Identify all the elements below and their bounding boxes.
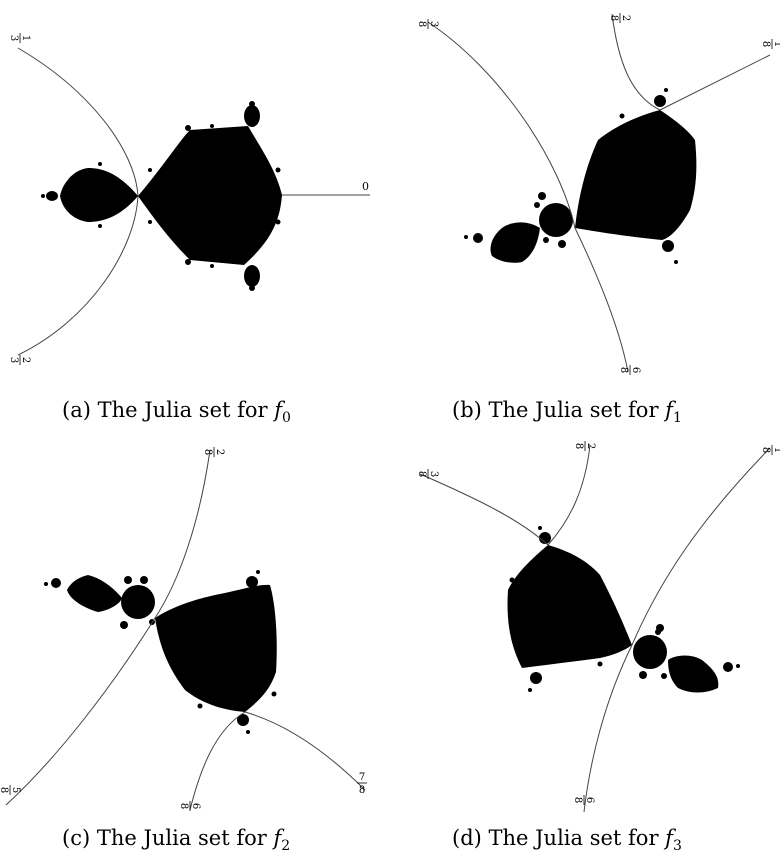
ray-c-6-8: [189, 711, 246, 811]
ray-b-1-8: [659, 54, 771, 111]
svg-text:2: 2: [620, 15, 631, 21]
ray-d-6-8: [583, 644, 633, 813]
svg-text:8: 8: [760, 41, 771, 47]
svg-text:8: 8: [0, 787, 9, 793]
svg-text:2: 2: [214, 449, 225, 455]
svg-text:8: 8: [416, 21, 427, 27]
ray-labels: 1 3 2 3 0 3 8 2 8 1 8 6 8: [0, 13, 780, 811]
label-d-3-8: 3 8: [416, 469, 439, 479]
svg-text:8: 8: [359, 785, 365, 796]
ray-d-1-8: [631, 447, 771, 646]
svg-text:3: 3: [428, 21, 439, 27]
svg-text:8: 8: [178, 803, 189, 809]
label-d-1-8: 1 8: [760, 445, 780, 455]
label-b-1-8: 1 8: [760, 39, 780, 49]
caption-b: (b) The Julia set for f1: [452, 398, 682, 427]
ray-a-2-3: [17, 195, 139, 356]
label-b-6-8: 6 8: [618, 365, 641, 375]
ray-b-2-8: [611, 13, 661, 111]
label-c-2-8: 2 8: [202, 447, 225, 457]
julia-sets: [41, 88, 740, 734]
panel-d-julia-set: [507, 526, 740, 693]
label-c-7-8: 7 8: [357, 772, 367, 796]
svg-text:1: 1: [772, 447, 780, 453]
label-a-0: 0: [362, 180, 369, 193]
svg-text:7: 7: [359, 772, 365, 783]
svg-text:8: 8: [572, 797, 583, 803]
label-c-6-8: 6 8: [178, 801, 201, 811]
svg-text:1: 1: [772, 41, 780, 47]
label-c-5-8: 5 8: [0, 785, 21, 795]
label-a-1-3: 1 3: [8, 33, 31, 43]
label-a-2-3: 2 3: [8, 355, 31, 365]
svg-text:8: 8: [618, 367, 629, 373]
caption-d: (d) The Julia set for f3: [452, 826, 682, 855]
ray-d-2-8: [547, 444, 591, 546]
svg-text:6: 6: [630, 367, 641, 373]
ray-d-3-8: [419, 473, 549, 546]
label-d-2-8: 2 8: [573, 441, 596, 451]
ray-c-7-8: [244, 711, 366, 791]
ray-c-5-8: [5, 617, 156, 806]
svg-text:2: 2: [585, 443, 596, 449]
svg-text:3: 3: [428, 471, 439, 477]
svg-text:8: 8: [573, 443, 584, 449]
ray-c-2-8: [154, 449, 211, 619]
label-b-3-8: 3 8: [416, 19, 439, 29]
external-rays: [5, 13, 771, 813]
caption-c: (c) The Julia set for f2: [62, 826, 291, 855]
svg-text:8: 8: [202, 449, 213, 455]
panel-b-julia-set: [464, 88, 697, 264]
svg-text:6: 6: [584, 797, 595, 803]
svg-text:3: 3: [8, 35, 19, 41]
caption-a: (a) The Julia set for f0: [62, 398, 291, 427]
ray-b-6-8: [574, 227, 629, 373]
svg-text:2: 2: [20, 357, 31, 363]
svg-text:6: 6: [190, 803, 201, 809]
panel-a-julia-set: [41, 101, 282, 291]
svg-text:5: 5: [10, 787, 21, 793]
svg-text:8: 8: [608, 15, 619, 21]
svg-text:8: 8: [760, 447, 771, 453]
svg-text:3: 3: [8, 357, 19, 363]
svg-text:1: 1: [20, 35, 31, 41]
ray-a-1-3: [17, 47, 139, 197]
label-b-2-8: 2 8: [608, 13, 631, 23]
panel-c-julia-set: [44, 570, 277, 734]
label-d-6-8: 6 8: [572, 795, 595, 805]
svg-text:8: 8: [416, 471, 427, 477]
ray-b-3-8: [427, 21, 576, 229]
